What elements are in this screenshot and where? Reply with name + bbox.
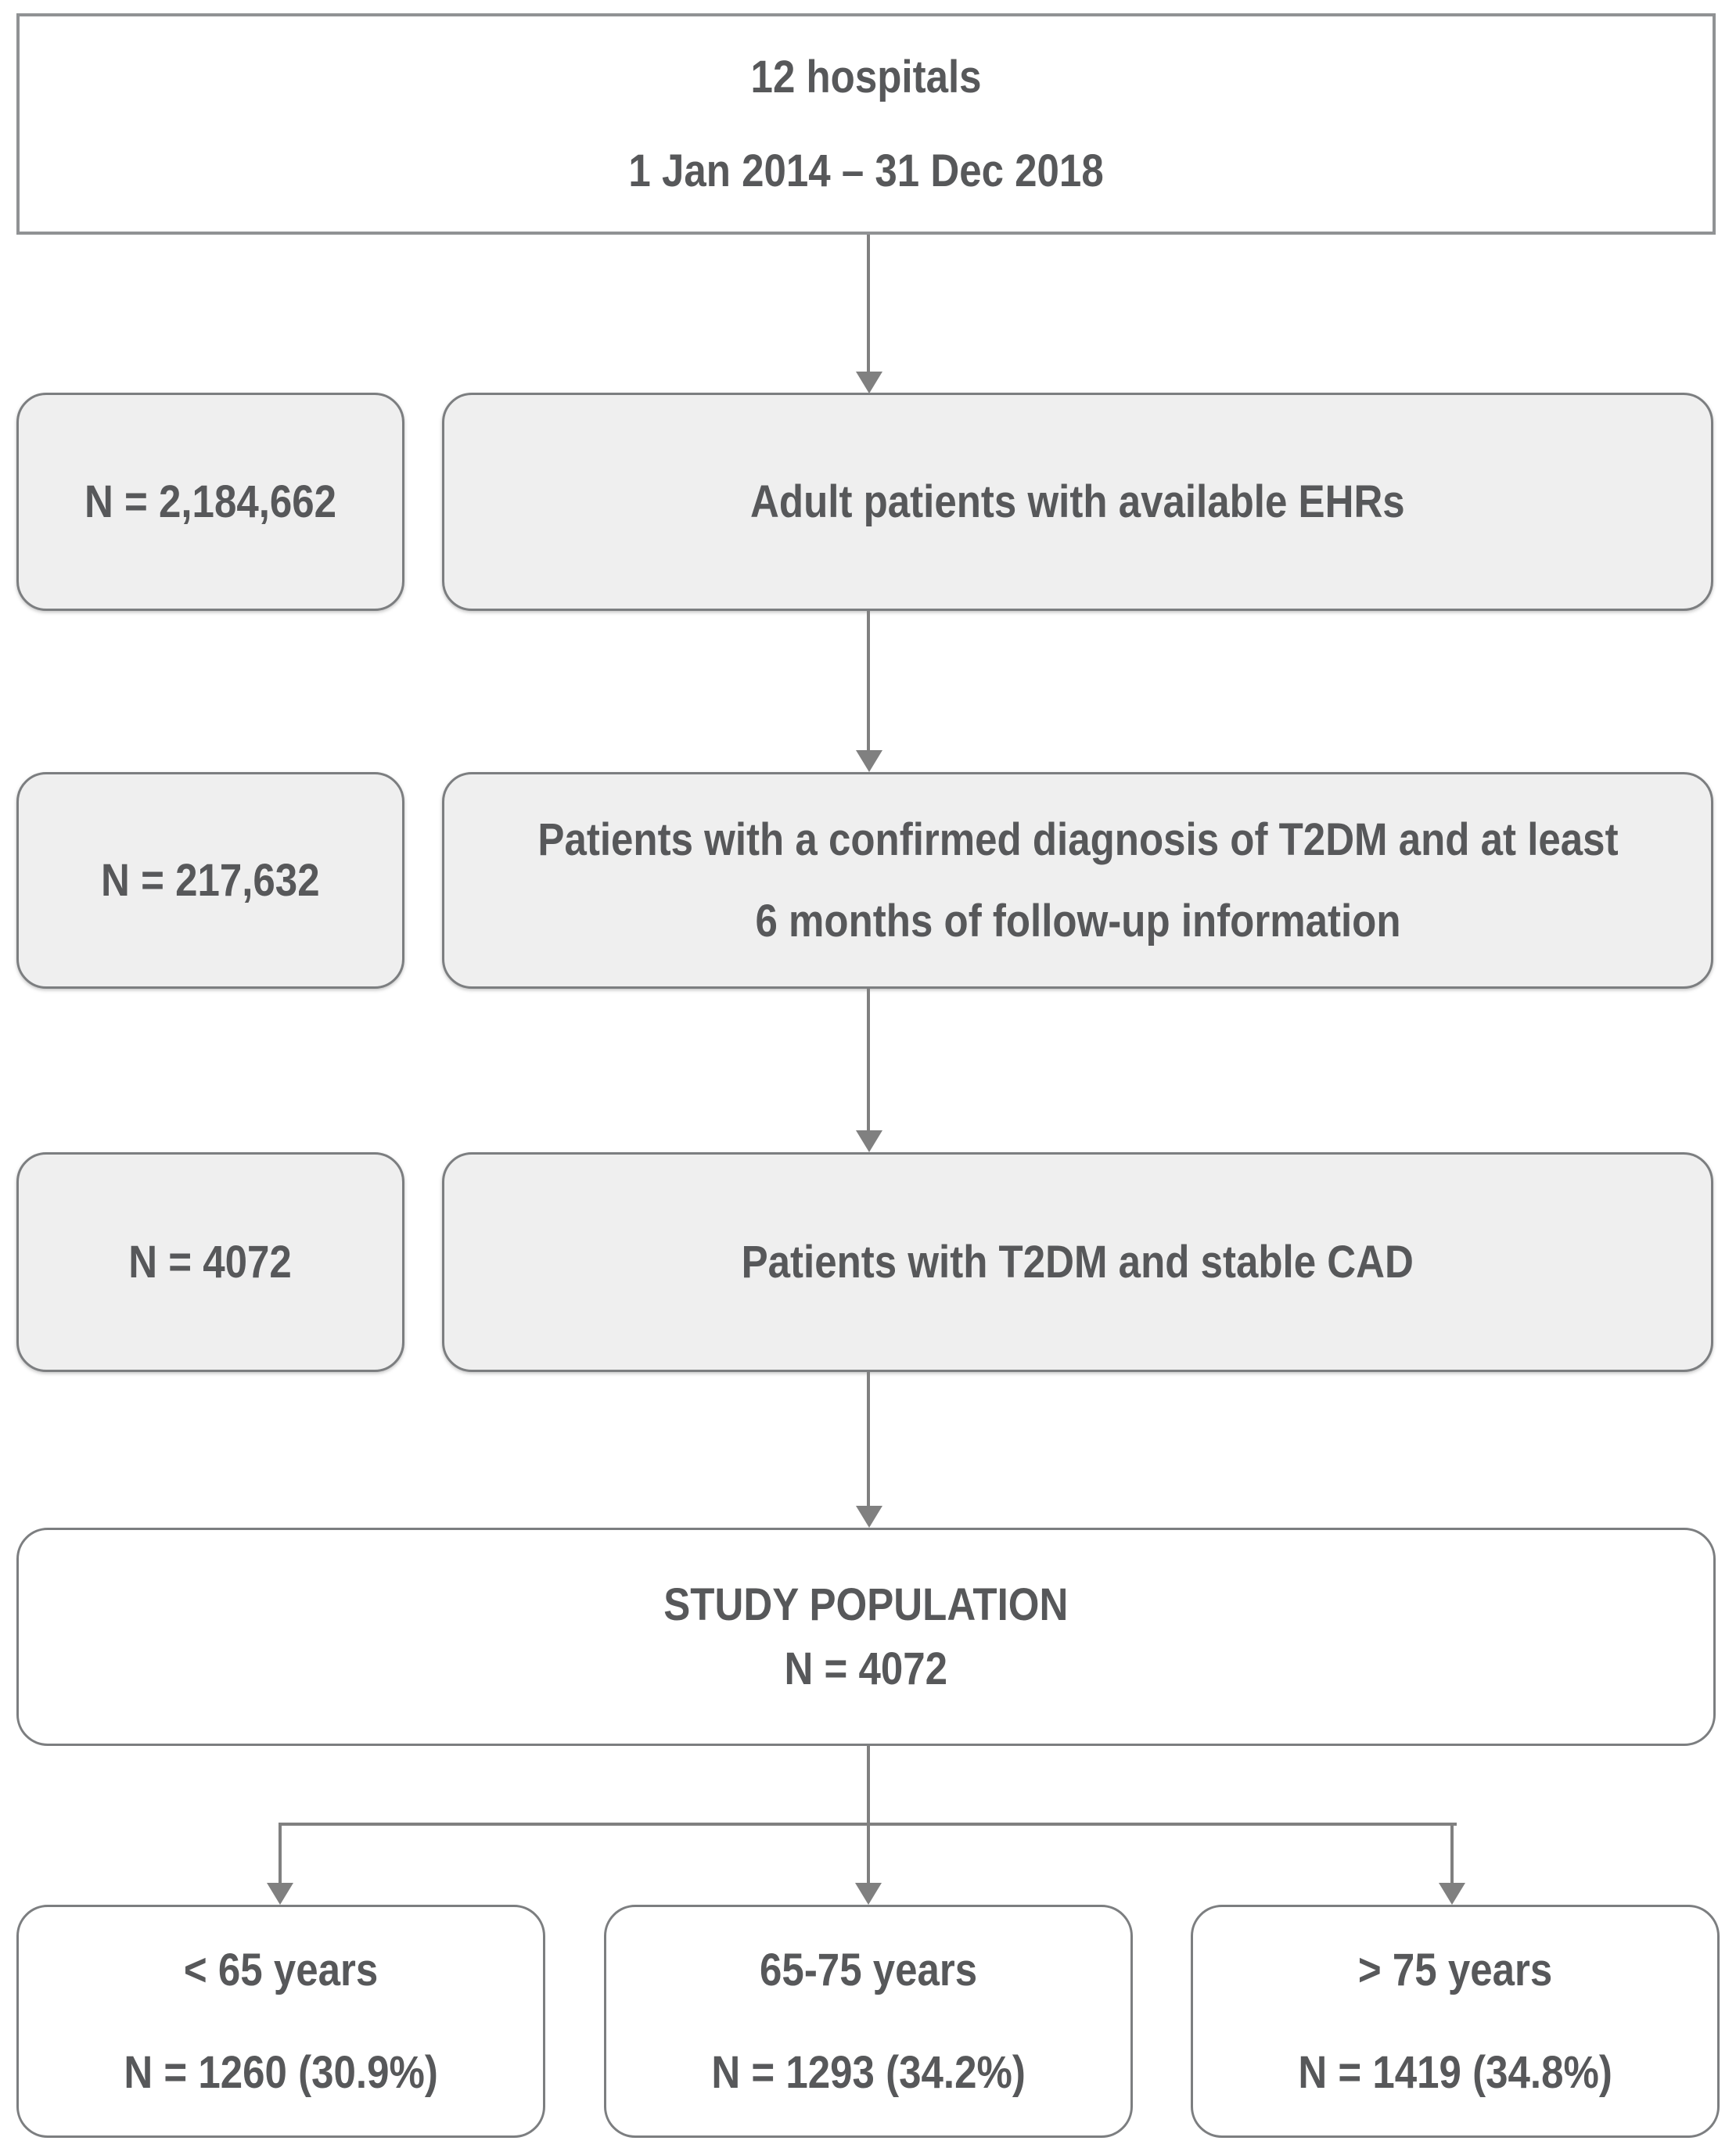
- age-count-text: N = 1260 (30.9%): [124, 2046, 438, 2098]
- branch-line-center: [867, 1824, 870, 1884]
- count-text: N = 4072: [128, 1236, 293, 1288]
- description-text: Adult patients with available EHRs: [750, 476, 1405, 527]
- desc-box-t2dm: Patients with a confirmed diagnosis of T…: [442, 772, 1713, 989]
- description-text: Patients with T2DM and stable CAD: [741, 1236, 1414, 1288]
- connector-line-1: [867, 235, 870, 372]
- count-text: N = 217,632: [101, 854, 320, 906]
- connector-line-4: [867, 1372, 870, 1507]
- branch-line-left: [279, 1824, 282, 1884]
- branch-line-right: [1450, 1824, 1454, 1884]
- hospitals-count-text: 12 hospitals: [750, 51, 982, 102]
- study-population-box: STUDY POPULATION N = 4072: [16, 1528, 1716, 1746]
- count-box-ehr: N = 2,184,662: [16, 393, 404, 611]
- count-box-t2dm: N = 217,632: [16, 772, 404, 989]
- source-hospitals-box: 12 hospitals 1 Jan 2014 – 31 Dec 2018: [16, 13, 1716, 235]
- arrowhead-down-icon: [267, 1883, 293, 1905]
- age-box-under-65: < 65 years N = 1260 (30.9%): [16, 1905, 545, 2138]
- study-population-title: STUDY POPULATION: [663, 1579, 1069, 1631]
- connector-line-3: [867, 989, 870, 1131]
- arrowhead-down-icon: [856, 750, 882, 772]
- connector-line-2: [867, 611, 870, 751]
- age-range-text: > 75 years: [1357, 1945, 1553, 1996]
- date-range-text: 1 Jan 2014 – 31 Dec 2018: [628, 145, 1104, 196]
- count-text: N = 2,184,662: [84, 476, 337, 527]
- arrowhead-down-icon: [1439, 1883, 1465, 1905]
- desc-box-cad: Patients with T2DM and stable CAD: [442, 1152, 1713, 1372]
- study-population-count: N = 4072: [784, 1643, 948, 1694]
- age-box-over-75: > 75 years N = 1419 (34.8%): [1191, 1905, 1720, 2138]
- arrowhead-down-icon: [856, 1130, 882, 1152]
- count-box-cad: N = 4072: [16, 1152, 404, 1372]
- description-text: Patients with a confirmed diagnosis of T…: [537, 814, 1619, 946]
- age-box-65-to-75: 65-75 years N = 1293 (34.2%): [604, 1905, 1133, 2138]
- age-range-text: < 65 years: [183, 1945, 379, 1996]
- desc-box-ehr: Adult patients with available EHRs: [442, 393, 1713, 611]
- age-count-text: N = 1293 (34.2%): [711, 2046, 1026, 2098]
- branch-stem-line: [867, 1746, 870, 1824]
- age-count-text: N = 1419 (34.8%): [1298, 2046, 1612, 2098]
- arrowhead-down-icon: [856, 1506, 882, 1528]
- age-range-text: 65-75 years: [759, 1945, 978, 1996]
- arrowhead-down-icon: [855, 1883, 882, 1905]
- arrowhead-down-icon: [856, 372, 882, 393]
